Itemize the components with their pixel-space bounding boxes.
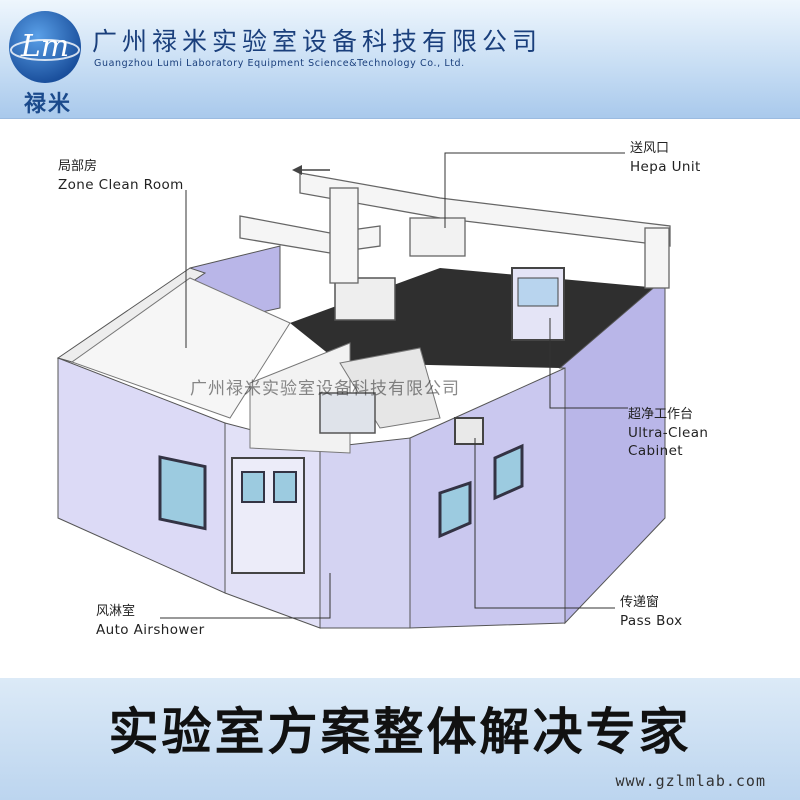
- arrow-head-icon: [292, 165, 302, 175]
- duct-riser: [329, 187, 359, 284]
- label-pass-box: 传递窗 Pass Box: [620, 594, 682, 630]
- middle-partition: [319, 437, 411, 629]
- label-auto-airshower-cn: 风淋室: [96, 604, 136, 619]
- website-link[interactable]: www.gzlmlab.com: [615, 772, 766, 790]
- label-ultra-clean-cabinet: 超净工作台 Ultra-Clean Cabinet: [628, 406, 708, 460]
- leader-ultra-clean: [549, 318, 628, 409]
- leader-hepa-unit: [444, 152, 625, 228]
- label-auto-airshower: 风淋室 Auto Airshower: [96, 603, 205, 639]
- cabinet-glass: [517, 277, 559, 307]
- window-pass-left: [438, 480, 472, 539]
- left-wall-top: [56, 267, 207, 363]
- watermark-text: 广州禄米实验室设备科技有限公司: [190, 379, 460, 399]
- label-zone-clean-room-cn: 局部房: [58, 159, 98, 174]
- pass-box-unit: [454, 417, 484, 445]
- label-pass-box-en: Pass Box: [620, 613, 683, 629]
- door-window-right: [273, 471, 297, 503]
- hepa-box-center: [334, 277, 396, 321]
- door-window-left: [241, 471, 265, 503]
- label-hepa-unit: 送风口 Hepa Unit: [630, 140, 701, 176]
- brand-name: 禄米: [23, 92, 72, 117]
- leader-pass-box: [474, 438, 615, 609]
- company-name-en: Guangzhou Lumi Laboratory Equipment Scie…: [94, 58, 465, 69]
- slogan: 实验室方案整体解决专家: [108, 703, 692, 761]
- logo-letters: Lm: [20, 29, 69, 64]
- label-hepa-unit-cn: 送风口: [630, 141, 670, 156]
- label-ultra-clean-en2: Cabinet: [628, 443, 683, 459]
- hepa-box-top: [409, 217, 466, 257]
- leader-airshower: [160, 573, 331, 619]
- label-hepa-unit-en: Hepa Unit: [630, 159, 701, 175]
- label-auto-airshower-en: Auto Airshower: [96, 622, 205, 638]
- branch-duct: [239, 215, 381, 254]
- duct-riser-right: [644, 227, 670, 289]
- company-name-cn: 广州禄米实验室设备科技有限公司: [92, 27, 543, 56]
- header-banner: Lm 禄米 广州禄米实验室设备科技有限公司 Guangzhou Lumi Lab…: [0, 0, 800, 119]
- airshower-unit: [319, 392, 376, 434]
- window-left: [158, 455, 207, 531]
- label-ultra-clean-en1: Ultra-Clean: [628, 425, 709, 441]
- main-duct: [299, 172, 671, 247]
- cleanroom-diagram: 局部房 Zone Clean Room 送风口 Hepa Unit 超净工作台 …: [0, 118, 800, 678]
- zone-room-floor: [70, 277, 291, 419]
- lumi-logo-icon: Lm: [9, 11, 81, 83]
- label-pass-box-cn: 传递窗: [620, 595, 660, 610]
- label-ultra-clean-cn: 超净工作台: [628, 407, 694, 422]
- footer-banner: 实验室方案整体解决专家 www.gzlmlab.com: [0, 678, 800, 800]
- label-zone-clean-room: 局部房 Zone Clean Room: [58, 158, 184, 194]
- window-right: [493, 443, 524, 501]
- cleanroom-illustration: [56, 152, 671, 629]
- label-zone-clean-room-en: Zone Clean Room: [58, 177, 184, 193]
